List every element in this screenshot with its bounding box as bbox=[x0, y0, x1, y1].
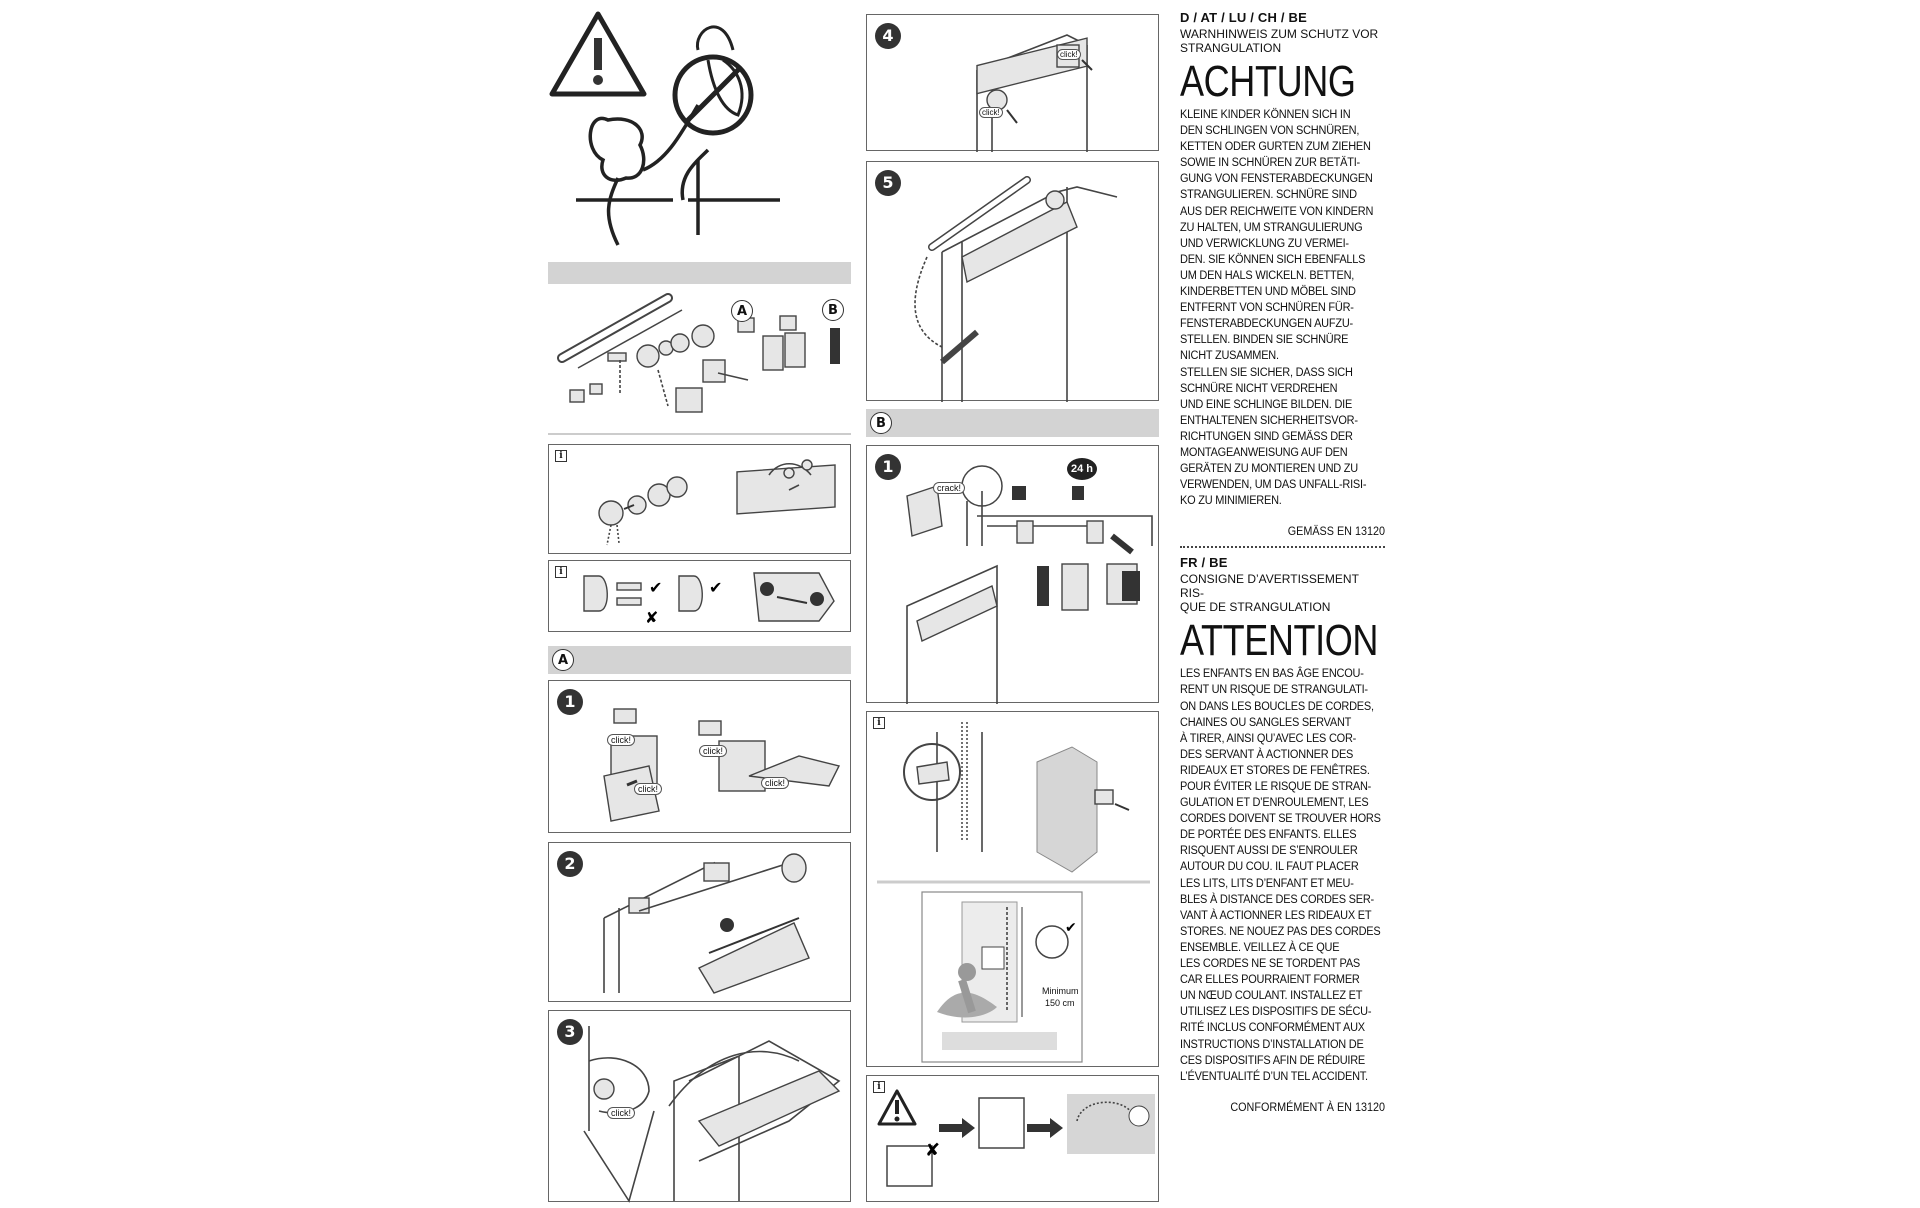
step-a1-drawing bbox=[603, 708, 841, 822]
info-panel-assembly-drawing bbox=[598, 459, 836, 546]
click-label: click! bbox=[607, 734, 635, 746]
step-5-drawing bbox=[914, 176, 1118, 402]
warning-subtitle-de: WARNHINWEIS ZUM SCHUTZ VOR STRANGULATION bbox=[1180, 27, 1379, 55]
warning-subtitle-fr: CONSIGNE D’AVERTISSEMENT RIS- QUE DE STR… bbox=[1180, 572, 1359, 615]
standard-reference-fr: CONFORMÉMENT À EN 13120 bbox=[1230, 1099, 1385, 1114]
cure-time-badge: 24 h bbox=[1067, 458, 1097, 480]
section-divider bbox=[1180, 546, 1385, 549]
step-5-panel: 5 bbox=[866, 161, 1159, 402]
section-b-header bbox=[866, 409, 1159, 437]
click-label: click! bbox=[699, 745, 727, 757]
info-panel-assembly: i bbox=[548, 444, 851, 554]
info-panel-cleat: i ✔ Minimum 150 cm bbox=[866, 711, 1159, 1067]
section-a-header bbox=[548, 646, 851, 674]
step-b1-panel: 1 crack! 24 h bbox=[866, 445, 1159, 704]
step-number: 1 bbox=[557, 689, 583, 715]
step-a2-panel: 2 bbox=[548, 842, 851, 1002]
language-codes-fr: FR / BE bbox=[1180, 555, 1228, 571]
svg-text:✘: ✘ bbox=[925, 1140, 940, 1161]
divider bbox=[548, 433, 851, 435]
click-label: click! bbox=[761, 777, 789, 789]
svg-text:✔: ✔ bbox=[649, 578, 662, 597]
minimum-height-label: 150 cm bbox=[1045, 998, 1075, 1008]
step-number: 4 bbox=[875, 23, 901, 49]
info-icon: i bbox=[555, 450, 567, 462]
section-a-badge: A bbox=[552, 649, 574, 671]
minimum-label: Minimum bbox=[1042, 986, 1079, 996]
info-panel-safety: i ✘ bbox=[866, 1075, 1159, 1202]
warning-body-de: KLEINE KINDER KÖNNEN SICH IN DEN SCHLING… bbox=[1180, 107, 1374, 508]
step-4-drawing bbox=[976, 34, 1093, 152]
svg-text:✔: ✔ bbox=[709, 578, 722, 597]
step-a1-panel: 1 click! click! click! click! bbox=[548, 680, 851, 833]
step-number: 1 bbox=[875, 454, 901, 480]
warning-heading-fr: ATTENTION bbox=[1180, 616, 1379, 666]
step-number: 3 bbox=[557, 1019, 583, 1045]
warning-hero-drawing bbox=[549, 11, 780, 246]
click-label: click! bbox=[1057, 49, 1081, 60]
warning-fr: FR / BE CONSIGNE D’AVERTISSEMENT RIS- QU… bbox=[1180, 555, 1385, 1113]
crack-label: crack! bbox=[933, 482, 966, 494]
parts-overview: A B bbox=[548, 288, 851, 428]
info-panel-safety-drawing: ✘ bbox=[877, 1089, 1155, 1187]
variant-a-badge: A bbox=[731, 300, 753, 322]
step-b1-drawing bbox=[906, 465, 1153, 704]
warning-body-fr: LES ENFANTS EN BAS ÂGE ENCOU- RENT UN RI… bbox=[1180, 666, 1381, 1083]
click-label: click! bbox=[634, 783, 662, 795]
language-codes-de: D / AT / LU / CH / BE bbox=[1180, 10, 1307, 25]
step-number: 5 bbox=[875, 170, 901, 196]
section-b-badge: B bbox=[870, 412, 892, 434]
standard-reference-de: GEMÄSS EN 13120 bbox=[1287, 524, 1385, 539]
step-a2-drawing bbox=[603, 853, 810, 994]
info-icon: i bbox=[873, 717, 885, 729]
step-number: 2 bbox=[557, 851, 583, 877]
warning-heading-de: ACHTUNG bbox=[1180, 57, 1356, 106]
click-label: click! bbox=[979, 107, 1003, 118]
warning-de: D / AT / LU / CH / BE WARNHINWEIS ZUM SC… bbox=[1180, 10, 1385, 538]
info-panel-orientation-drawing: ✔ ✘ ✔ bbox=[583, 572, 835, 627]
info-panel-orientation: i ✔ ✘ ✔ bbox=[548, 560, 851, 632]
warning-text-column: D / AT / LU / CH / BE WARNHINWEIS ZUM SC… bbox=[1180, 10, 1385, 1114]
warning-hero bbox=[548, 10, 788, 250]
step-a3-drawing bbox=[583, 1026, 841, 1203]
info-icon: i bbox=[873, 1081, 885, 1093]
parts-overview-drawing bbox=[557, 293, 840, 413]
variant-b-badge: B bbox=[822, 299, 844, 321]
info-panel-cleat-drawing: ✔ bbox=[877, 722, 1150, 1063]
svg-text:✔: ✔ bbox=[1065, 920, 1077, 936]
step-a3-panel: 3 click! bbox=[548, 1010, 851, 1203]
info-icon: i bbox=[555, 566, 567, 578]
click-label: click! bbox=[607, 1107, 635, 1119]
step-4-panel: 4 click! click! bbox=[866, 14, 1159, 152]
parts-header-bar bbox=[548, 262, 851, 284]
svg-text:✘: ✘ bbox=[645, 608, 658, 627]
